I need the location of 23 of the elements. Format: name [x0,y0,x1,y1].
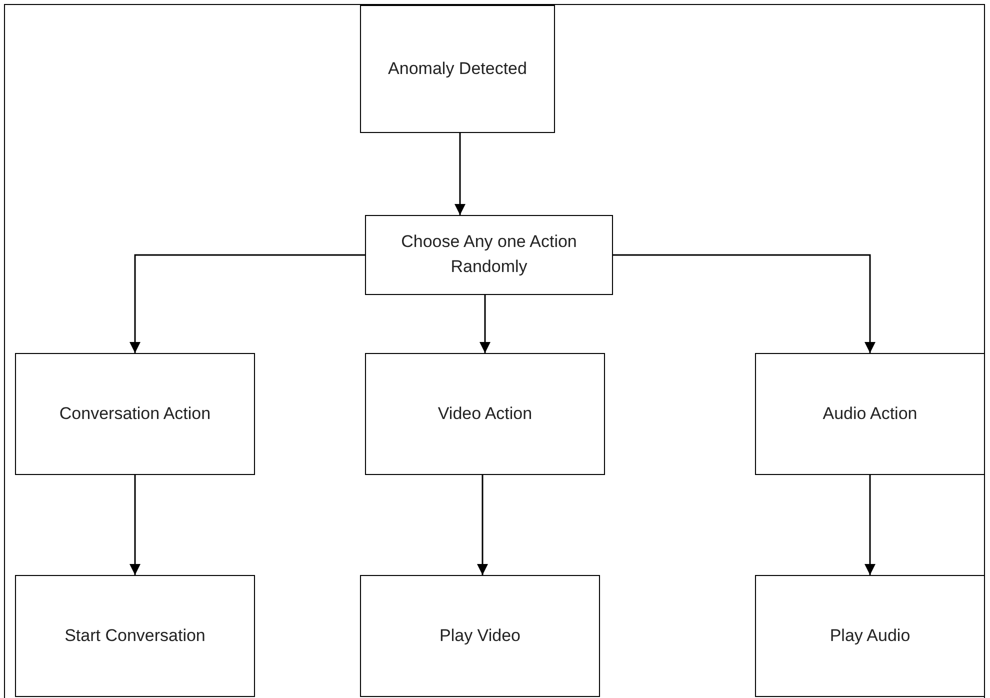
process-box [365,215,613,295]
arrow [477,475,488,575]
process-box [360,575,600,697]
process-box [365,353,605,475]
node-label: Conversation Action [59,402,211,425]
arrow [130,475,140,575]
node-label: Choose Any one Action Randomly [400,231,578,278]
node-label: Audio Action [822,402,918,425]
node-label: Video Action [438,402,532,425]
process-box [360,5,555,133]
arrow [613,254,876,353]
node-label: Play Audio [830,624,910,647]
node-label: Anomaly Detected [388,58,527,80]
node-label: Start Conversation [64,624,206,647]
arrow [480,295,490,353]
node-label: Play Video [440,624,520,647]
process-box [15,353,255,475]
arrow [454,133,466,215]
arrow [864,475,876,575]
process-box [755,575,985,697]
process-box [755,353,985,475]
process-box [15,575,255,697]
arrow [130,254,365,353]
